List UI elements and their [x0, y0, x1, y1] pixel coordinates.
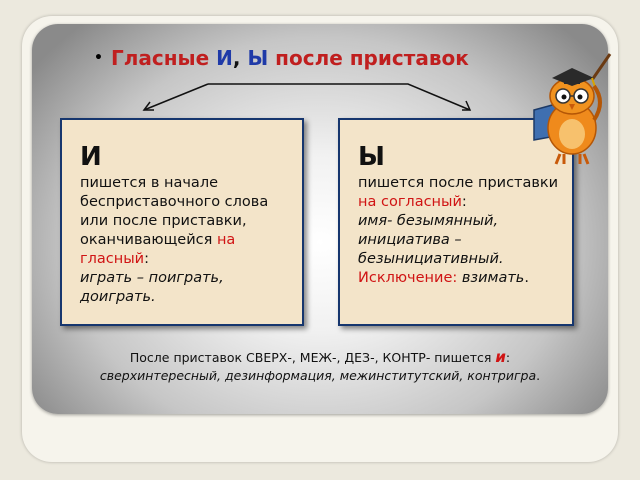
rule-box-i: И пишется в начале бесприставочного слов…	[60, 118, 304, 326]
title-bullet: •	[94, 50, 103, 66]
rule-y-exception-word: взимать	[461, 270, 525, 286]
note-end: .	[536, 368, 541, 383]
rule-y-exception-end: .	[524, 270, 529, 286]
arrow-left-icon	[143, 83, 209, 111]
rule-i-colon: :	[144, 251, 149, 267]
rule-i-text: пишется в начале бесприставочного слова …	[80, 175, 269, 248]
prefix-note: После приставок СВЕРХ-, МЕЖ-, ДЕЗ-, КОНТ…	[0, 348, 640, 385]
title-comma: ,	[232, 46, 248, 70]
rule-i-example: играть – поиграть, доиграть.	[80, 270, 224, 305]
rule-y-colon: :	[461, 194, 467, 210]
rule-letter-i: И	[80, 142, 102, 172]
rule-box-y: Ы пишется после приставки на согласный: …	[338, 118, 574, 326]
arrow-right-icon	[208, 83, 471, 111]
rule-y-text: пишется после приставки	[358, 175, 559, 191]
note-examples: сверхинтересный, дезинформация, межинсти…	[99, 368, 537, 383]
rule-y-example: имя- безымянный, инициатива – безынициат…	[358, 213, 504, 267]
title-letter-y: Ы	[247, 46, 269, 70]
rule-i-highlight: на гласный	[80, 232, 236, 267]
rule-y-exception-label: Исключение:	[358, 270, 462, 286]
rule-letter-y: Ы	[358, 142, 385, 172]
title-letter-i: И	[216, 46, 233, 70]
title-part2: после приставок	[268, 46, 469, 70]
note-letter: и	[495, 348, 506, 366]
rule-y-highlight: на согласный	[358, 194, 462, 210]
note-colon: :	[505, 350, 511, 365]
slide-title: • Гласные И, Ы после приставок	[94, 46, 469, 70]
note-text: После приставок СВЕРХ-, МЕЖ-, ДЕЗ-, КОНТ…	[129, 350, 496, 365]
owl-teacher-icon	[533, 53, 612, 165]
title-part1: Гласные	[110, 46, 217, 70]
